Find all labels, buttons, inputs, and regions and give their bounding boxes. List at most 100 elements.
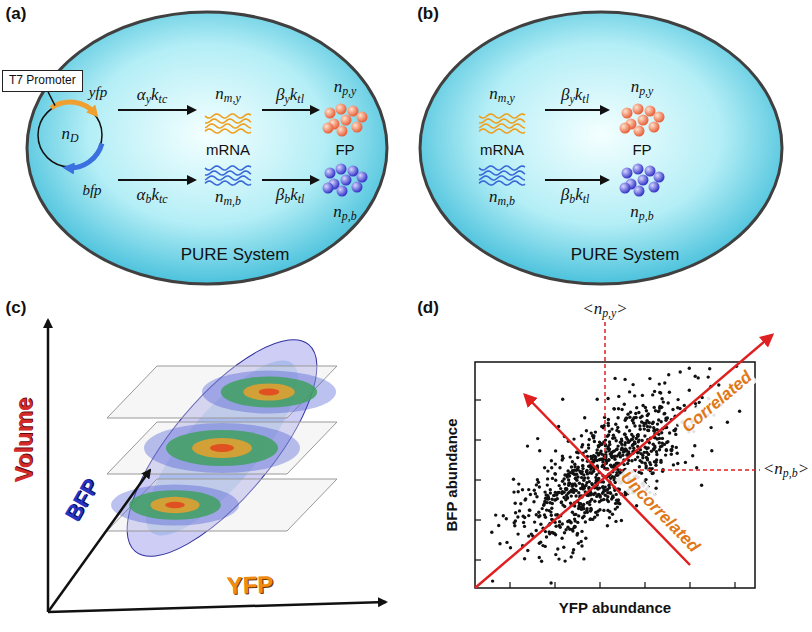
data-point (608, 486, 611, 489)
data-point (581, 470, 584, 473)
data-point (574, 476, 577, 479)
data-point (668, 391, 671, 394)
data-point (616, 426, 619, 429)
ellipsoid-outer (97, 312, 347, 583)
data-point (581, 483, 584, 486)
data-point (621, 454, 624, 457)
data-point (538, 556, 541, 559)
3d-axes (48, 320, 386, 612)
data-point (631, 383, 634, 386)
data-point (593, 492, 596, 495)
cross-section (129, 490, 221, 520)
data-point (631, 419, 634, 422)
data-point (535, 513, 538, 516)
data-point (577, 507, 580, 510)
data-point (533, 489, 536, 492)
data-point (639, 428, 642, 431)
text-part: n (631, 77, 640, 96)
data-point (625, 425, 628, 428)
data-point (613, 455, 616, 458)
text-part: k (575, 185, 583, 204)
data-point (641, 394, 644, 397)
species-label: mRNA (206, 141, 250, 158)
data-point (635, 504, 638, 507)
data-point (606, 397, 609, 400)
data-point (625, 449, 628, 452)
data-point (551, 477, 554, 480)
ellipsoid (97, 312, 347, 583)
protein-ball (336, 104, 347, 115)
data-point (651, 393, 654, 396)
data-point (502, 514, 505, 517)
species-label: FP (632, 141, 651, 158)
text-part: β (276, 185, 284, 204)
panel-label: (d) (417, 298, 439, 318)
protein-ball (357, 112, 368, 123)
data-point (630, 459, 633, 462)
data-point (505, 541, 508, 544)
data-point (623, 433, 626, 436)
data-point (697, 376, 700, 379)
data-point (576, 456, 579, 459)
data-point (646, 425, 649, 428)
data-point (608, 443, 611, 446)
data-point (607, 422, 610, 425)
panel-label: (b) (417, 4, 439, 24)
text-part: (c) (6, 298, 27, 317)
protein-ball (337, 186, 348, 197)
data-point (683, 404, 686, 407)
data-point (620, 519, 623, 522)
protein-ball (341, 115, 352, 126)
volume-plane (107, 366, 337, 418)
data-point (545, 508, 548, 511)
data-point (623, 443, 626, 446)
data-point (672, 463, 675, 466)
data-point (552, 494, 555, 497)
data-point (554, 449, 557, 452)
data-point (581, 467, 584, 470)
data-point (609, 492, 612, 495)
data-point (658, 448, 661, 451)
math-symbol: np,b (630, 202, 653, 224)
data-point (588, 480, 591, 483)
data-point (658, 391, 661, 394)
species-label: mRNA (480, 141, 524, 158)
text-part: α (137, 85, 146, 104)
protein-ball (323, 123, 334, 134)
cross-section (210, 444, 234, 452)
data-point (615, 493, 618, 496)
text-part: k (290, 85, 298, 104)
data-point (631, 438, 634, 441)
data-point (527, 488, 530, 491)
protein-ball (645, 106, 656, 117)
text-part: p,y (342, 84, 356, 98)
data-point (637, 411, 640, 414)
data-point (554, 479, 557, 482)
data-point (659, 391, 662, 394)
text-part: PURE System (181, 245, 290, 264)
data-point (585, 469, 588, 472)
data-point (580, 508, 583, 511)
direction-arrows (475, 335, 772, 588)
data-point (571, 529, 574, 532)
math-symbol: βyktl (276, 85, 304, 107)
math-symbol: <np,y> (582, 299, 628, 321)
cross-section (259, 389, 280, 396)
data-point (652, 443, 655, 446)
data-point (593, 455, 596, 458)
data-point (497, 524, 500, 527)
data-point (688, 389, 691, 392)
text-part: m,y (224, 91, 241, 105)
text-part: > (798, 459, 809, 478)
cell-compartment-outline (418, 10, 784, 286)
data-point (601, 464, 604, 467)
data-point (653, 406, 656, 409)
cross-section (243, 383, 295, 400)
data-point (584, 520, 587, 523)
text-part: n (215, 187, 224, 206)
data-point (620, 439, 623, 442)
data-point (576, 532, 579, 535)
data-point (590, 498, 593, 501)
data-point (516, 532, 519, 535)
data-point (631, 418, 634, 421)
